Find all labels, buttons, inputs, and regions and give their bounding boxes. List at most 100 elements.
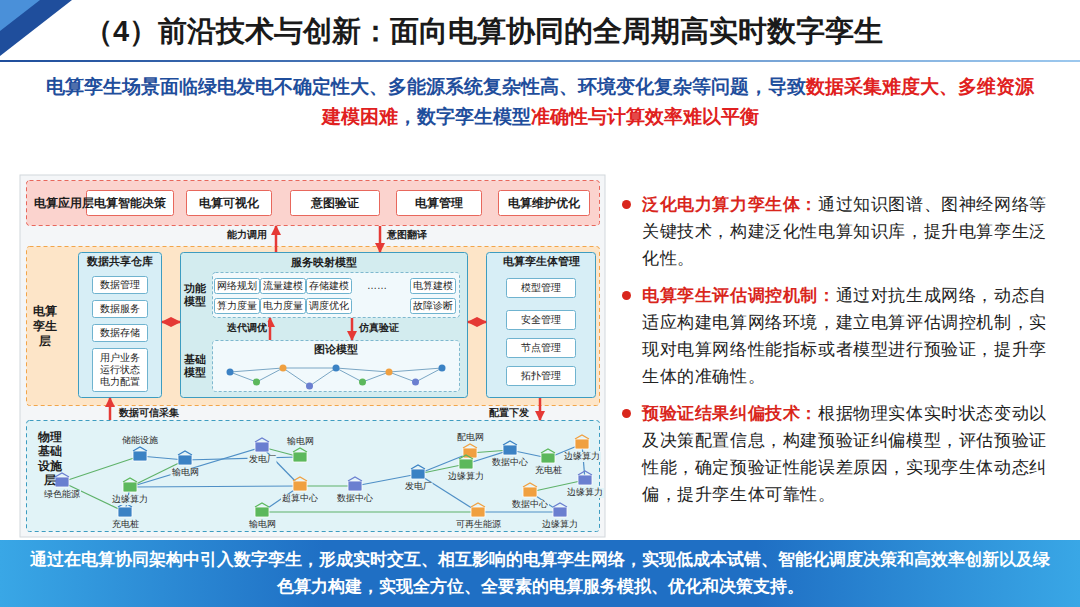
facility-icon	[255, 438, 269, 452]
graph-node	[412, 379, 419, 386]
box-heading: 电算孪生层	[32, 304, 57, 349]
box-label: 电算维护优化	[508, 196, 580, 211]
app-box: 电算管理	[396, 190, 482, 216]
box-label: 电算建模	[413, 280, 453, 293]
facility-label: 边缘算力	[111, 495, 149, 505]
grid-line	[130, 486, 300, 487]
app-box-fill	[291, 191, 380, 216]
facility-label: 发电厂	[404, 482, 433, 492]
facility-label: 输电网	[286, 437, 315, 447]
box-label: 存储建模	[309, 280, 349, 293]
model-box: 网络规划	[214, 278, 260, 294]
model-box: 电算建模	[410, 278, 456, 294]
flow-arrow	[269, 318, 272, 340]
manage-box: 模型管理	[506, 278, 576, 298]
graph-link	[283, 368, 336, 369]
facility-icon	[411, 465, 425, 479]
graph-link	[283, 368, 310, 386]
flow-arrow	[109, 398, 112, 420]
graph-link	[257, 368, 284, 382]
box-heading: 基础模型	[184, 353, 206, 379]
bullet-list: 泛化电力算力孪生体：通过知识图谱、图神经网络等关键技术，构建泛化性电算知识库，提…	[620, 191, 1052, 518]
facility-label: 边缘算力	[447, 472, 485, 482]
app-box-fill	[187, 191, 272, 216]
data-box: 数据存储	[92, 324, 148, 342]
model-box-fill	[261, 299, 306, 314]
box-heading: 物理基础设施层	[32, 430, 68, 488]
facility-label: 边缘算力	[566, 488, 604, 498]
box-label: 节点管理	[521, 341, 561, 355]
box-heading: 图论模型	[212, 343, 460, 357]
model-box: 算力度量	[214, 298, 260, 314]
caption-banner: 通过在电算协同架构中引入数字孪生，形成实时交互、相互影响的电算孪生网络，实现低成…	[0, 540, 1080, 607]
title-box: （4）前沿技术与创新：面向电算协同的全周期高实时数字孪生	[84, 12, 1064, 52]
facility-label: 发电厂	[248, 455, 277, 465]
box-heading: 电算孪生体管理	[486, 255, 596, 269]
box-label: 安全管理	[521, 313, 561, 327]
bullet-dot	[622, 200, 631, 209]
bullet-heading: 电算孪生评估调控机制：	[642, 286, 836, 305]
data-box-fill	[93, 301, 148, 318]
box-label: 意图验证	[311, 196, 359, 211]
data-box: 用户业务 运行状态 电力配置	[92, 348, 148, 392]
flow-arrow	[379, 226, 382, 252]
arrow-label: 迭代调优	[226, 322, 268, 334]
layer-band: 数据管理数据服务数据存储用户业务 运行状态 电力配置数据共享仓库网络规划流量建模…	[26, 246, 600, 406]
box-label: 算力度量	[217, 300, 257, 313]
facility-label: 配电网	[456, 433, 485, 443]
graph-link	[416, 368, 443, 382]
model-box: 流量建模	[260, 278, 306, 294]
bullet-dot	[622, 291, 631, 300]
graph-node	[280, 365, 287, 372]
grid-line	[262, 511, 478, 512]
model-box: 电力度量	[260, 298, 306, 314]
facility-label: 数据中心	[336, 494, 374, 504]
manage-box: 安全管理	[506, 310, 576, 330]
box-label: 模型管理	[521, 281, 561, 295]
box-label: 流量建模	[263, 280, 303, 293]
data-box-fill	[93, 349, 148, 392]
manage-box: 节点管理	[506, 338, 576, 358]
module-panel: 数据管理数据服务数据存储用户业务 运行状态 电力配置数据共享仓库	[78, 252, 162, 398]
facility-label: 充电桩	[111, 520, 140, 530]
graph-link	[230, 368, 283, 372]
box-label: 用户业务 运行状态 电力配置	[99, 352, 141, 388]
graph-node	[333, 365, 340, 372]
slide-title: （4）前沿技术与创新：面向电算协同的全周期高实时数字孪生	[84, 15, 883, 47]
graph-link	[230, 372, 257, 382]
facility-icon	[293, 448, 307, 462]
bullet-heading: 泛化电力算力孪生体：	[642, 195, 818, 214]
facility-icon	[578, 471, 592, 485]
grid-line	[300, 485, 355, 486]
manage-box-fill	[507, 279, 576, 298]
arrow-label: 数据可信采集	[118, 407, 180, 419]
box-heading: 数据共享仓库	[78, 255, 162, 269]
module-panel: 模型管理安全管理节点管理拓扑管理电算孪生体管理	[486, 252, 596, 398]
graph-node	[253, 379, 260, 386]
bullet-item: 电算孪生评估调控机制：通过对抗生成网络，动态自适应构建电算网络环境，建立电算评估…	[620, 282, 1052, 390]
subtitle-text: 准确性与计算效率难以平衡	[531, 106, 759, 127]
facility-label: 数据中心	[511, 500, 549, 510]
model-group-fill	[213, 273, 460, 318]
arrow-label: 配置下发	[488, 407, 530, 419]
bullet-item: 泛化电力算力孪生体：通过知识图谱、图神经网络等关键技术，构建泛化性电算知识库，提…	[620, 191, 1052, 272]
app-box-fill	[87, 191, 174, 216]
flow-arrow	[275, 226, 278, 252]
grid-line	[62, 456, 140, 482]
flow-arrow	[539, 398, 542, 420]
facility-icon	[123, 478, 137, 492]
facility-icon	[575, 435, 589, 449]
facility-icon	[523, 483, 537, 497]
data-box-fill	[93, 277, 148, 294]
flow-arrow	[468, 321, 486, 324]
facility-label: 输电网	[248, 520, 277, 530]
facility-icon	[541, 449, 555, 463]
facility-icon	[503, 441, 517, 455]
module-panel-fill	[181, 253, 468, 398]
bullet-item: 预验证结果纠偏技术：根据物理实体实时状态变动以及决策配置信息，构建预验证纠偏模型…	[620, 400, 1052, 508]
subtitle-box: 电算孪生场景面临绿电发电不确定性大、多能源系统复杂性高、环境变化复杂等问题，导致…	[40, 72, 1040, 132]
flow-arrow	[351, 318, 354, 340]
box-heading: 服务映射模型	[180, 255, 468, 270]
graph-node	[386, 369, 393, 376]
graph-link	[310, 368, 337, 386]
